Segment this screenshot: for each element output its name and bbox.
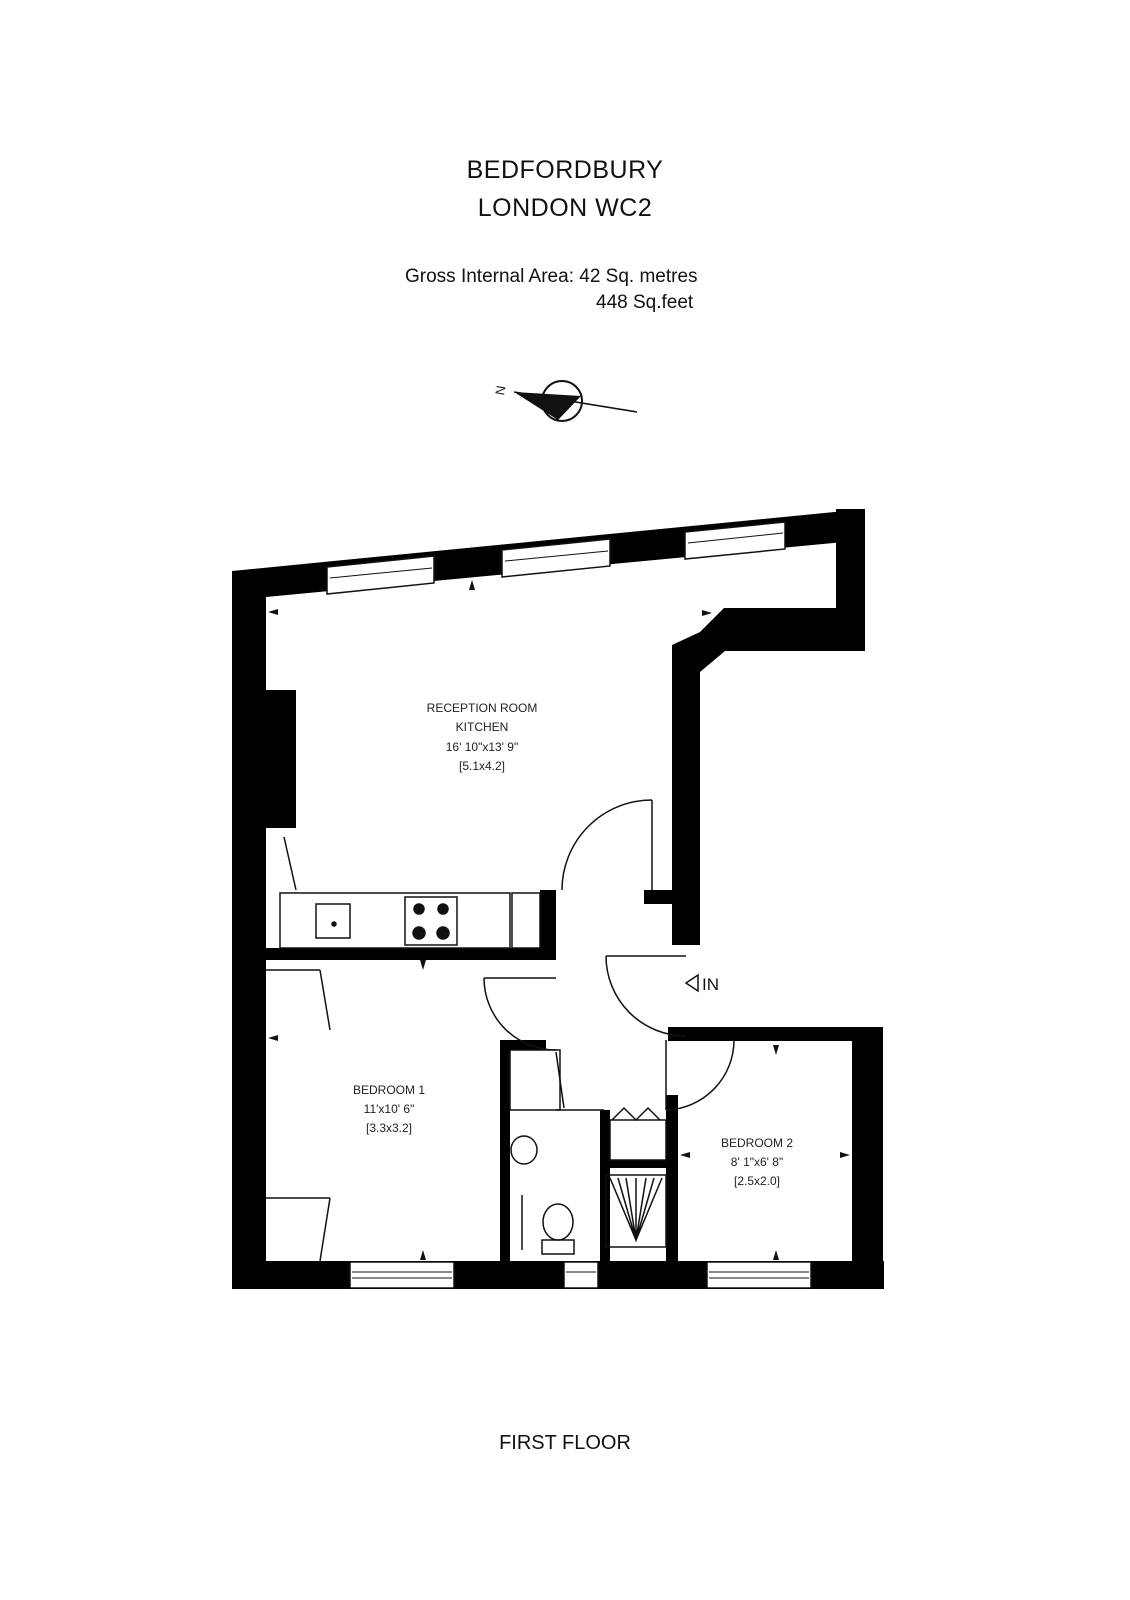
toilet-icon [542, 1203, 574, 1241]
room-bedroom-2: BEDROOM 2 8' 1"x6' 8" [2.5x2.0] [721, 1136, 793, 1188]
room-bedroom-1: BEDROOM 1 11'x10' 6" [3.3x3.2] [353, 1083, 425, 1135]
bedroom2-dims-imperial: 8' 1"x6' 8" [731, 1155, 783, 1169]
kitchen-name: KITCHEN [456, 720, 509, 734]
sink-icon [315, 903, 351, 939]
entrance-label: IN [702, 975, 719, 994]
dimension-markers [268, 580, 850, 1260]
bedroom1-dims-imperial: 11'x10' 6" [364, 1102, 415, 1116]
bedroom1-dims-metric: [3.3x3.2] [366, 1121, 412, 1135]
reception-name: RECEPTION ROOM [427, 701, 538, 715]
walls [232, 509, 884, 1289]
gross-area-imperial: 448 Sq.feet [596, 292, 694, 313]
compass-icon: N [492, 380, 638, 422]
hob-icon [404, 896, 458, 946]
gross-area-metric: Gross Internal Area: 42 Sq. metres [405, 266, 698, 287]
fridge-icon [511, 892, 541, 949]
floor-label: FIRST FLOOR [499, 1432, 631, 1454]
washbasin-icon [510, 1135, 538, 1165]
title-city: LONDON WC2 [477, 194, 653, 222]
reception-dims-imperial: 16' 10"x13' 9" [446, 740, 519, 754]
windows [326, 521, 812, 1289]
shower-tray-icon [605, 1174, 667, 1248]
entrance-arrow-icon [684, 973, 699, 993]
bedroom1-name: BEDROOM 1 [353, 1083, 425, 1097]
reception-dims-metric: [5.1x4.2] [459, 759, 505, 773]
title-street: BEDFORDBURY [466, 156, 664, 184]
doors [266, 799, 735, 1262]
room-reception: RECEPTION ROOM KITCHEN 16' 10"x13' 9" [5… [427, 701, 538, 773]
bedroom2-name: BEDROOM 2 [721, 1136, 793, 1150]
kitchen-counter [279, 892, 541, 949]
compass-north-label: N [492, 384, 508, 396]
bedroom2-dims-metric: [2.5x2.0] [734, 1174, 780, 1188]
